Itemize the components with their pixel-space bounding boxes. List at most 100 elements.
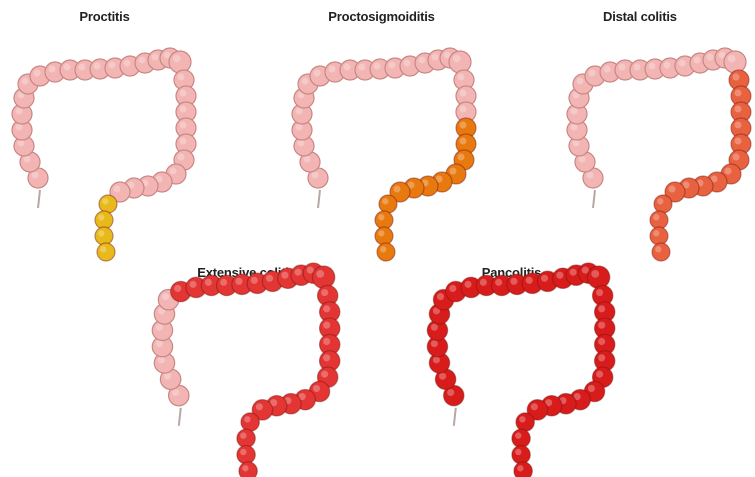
segment-highlight	[98, 214, 104, 220]
appendix-stub	[593, 190, 595, 208]
segment-highlight	[515, 432, 521, 438]
appendix-stub	[454, 408, 456, 426]
colon-segment-rectum	[237, 429, 255, 447]
segment-highlight	[323, 338, 330, 345]
segment-highlight	[588, 385, 595, 392]
colon-segment-transverse	[449, 51, 471, 73]
segment-highlight	[240, 432, 246, 438]
segment-highlight	[256, 403, 263, 410]
segment-highlight	[79, 64, 86, 71]
segment-highlight	[296, 108, 303, 115]
segment-highlight	[510, 278, 517, 285]
segment-highlight	[598, 322, 605, 329]
segment-highlight	[653, 214, 659, 220]
panel-distal-colitis: Distal colitis	[555, 0, 755, 270]
segment-highlight	[480, 279, 487, 286]
segment-highlight	[281, 272, 288, 279]
segment-highlight	[321, 289, 328, 296]
segment-highlight	[329, 66, 336, 73]
colon-segment-rectum	[654, 195, 672, 213]
segment-highlight	[64, 64, 71, 71]
segment-highlight	[114, 186, 121, 193]
colon-segment-rectum	[99, 195, 117, 213]
colon-segment-rectum	[95, 227, 113, 245]
colon-segment-rectum	[97, 243, 115, 261]
segment-highlight	[596, 371, 603, 378]
segment-highlight	[571, 108, 578, 115]
segment-highlight	[591, 270, 599, 278]
segment-highlight	[100, 246, 106, 252]
segment-highlight	[460, 90, 467, 97]
segment-highlight	[394, 186, 401, 193]
segment-highlight	[515, 449, 521, 455]
segment-highlight	[707, 54, 714, 61]
segment-highlight	[378, 214, 384, 220]
segment-highlight	[655, 246, 661, 252]
panel-proctosigmoiditis: Proctosigmoiditis	[280, 0, 495, 270]
segment-highlight	[162, 293, 169, 300]
segment-highlight	[577, 78, 584, 85]
segment-highlight	[173, 55, 181, 63]
segment-highlight	[178, 154, 185, 161]
segment-highlight	[314, 70, 321, 77]
colon-segment-rectum	[95, 211, 113, 229]
segment-highlight	[374, 63, 381, 70]
colon-segment-rectum	[650, 211, 668, 229]
segment-highlight	[244, 416, 250, 422]
segment-highlight	[596, 289, 603, 296]
colon-segment-rectum	[650, 227, 668, 245]
segment-highlight	[450, 168, 457, 175]
segment-highlight	[49, 66, 56, 73]
segment-highlight	[598, 354, 605, 361]
colon-segment-transverse	[724, 51, 746, 73]
segment-highlight	[735, 138, 742, 145]
segment-highlight	[404, 60, 411, 67]
segment-highlight	[34, 70, 41, 77]
segment-highlight	[604, 66, 611, 73]
segment-highlight	[102, 198, 108, 204]
segment-highlight	[382, 198, 388, 204]
segment-highlight	[180, 122, 187, 129]
segment-highlight	[98, 230, 104, 236]
segment-highlight	[733, 154, 740, 161]
colon-segment-rectum	[377, 243, 395, 261]
segment-highlight	[240, 449, 246, 455]
segment-highlight	[156, 324, 163, 331]
segment-highlight	[94, 63, 101, 70]
segment-highlight	[313, 385, 320, 392]
segment-highlight	[725, 168, 732, 175]
segment-highlight	[295, 269, 302, 276]
segment-highlight	[189, 281, 196, 288]
segment-highlight	[653, 230, 659, 236]
appendix-stub	[179, 408, 181, 426]
segment-highlight	[380, 246, 386, 252]
segment-highlight	[22, 78, 29, 85]
segment-highlight	[172, 389, 179, 396]
segment-highlight	[251, 277, 258, 284]
segment-highlight	[458, 74, 465, 81]
segment-highlight	[378, 230, 384, 236]
colon-segment-rectum	[512, 429, 530, 447]
colon-segment-rectum	[379, 195, 397, 213]
segment-highlight	[587, 172, 594, 179]
segment-highlight	[178, 74, 185, 81]
segment-highlight	[316, 270, 324, 278]
segment-highlight	[598, 305, 605, 312]
segment-highlight	[735, 106, 742, 113]
segment-highlight	[419, 57, 426, 64]
colon-diagram	[0, 0, 215, 270]
segment-highlight	[735, 122, 742, 129]
segment-highlight	[389, 62, 396, 69]
segment-highlight	[158, 356, 165, 363]
segment-highlight	[437, 293, 444, 300]
colon-diagram	[280, 0, 495, 270]
segment-highlight	[220, 279, 227, 286]
segment-highlight	[679, 60, 686, 67]
segment-highlight	[447, 389, 454, 396]
segment-highlight	[458, 154, 465, 161]
segment-highlight	[541, 275, 548, 282]
colon-segment-rectum	[512, 446, 530, 464]
colon-segment-transverse	[587, 266, 609, 288]
segment-highlight	[589, 70, 596, 77]
segment-highlight	[359, 64, 366, 71]
